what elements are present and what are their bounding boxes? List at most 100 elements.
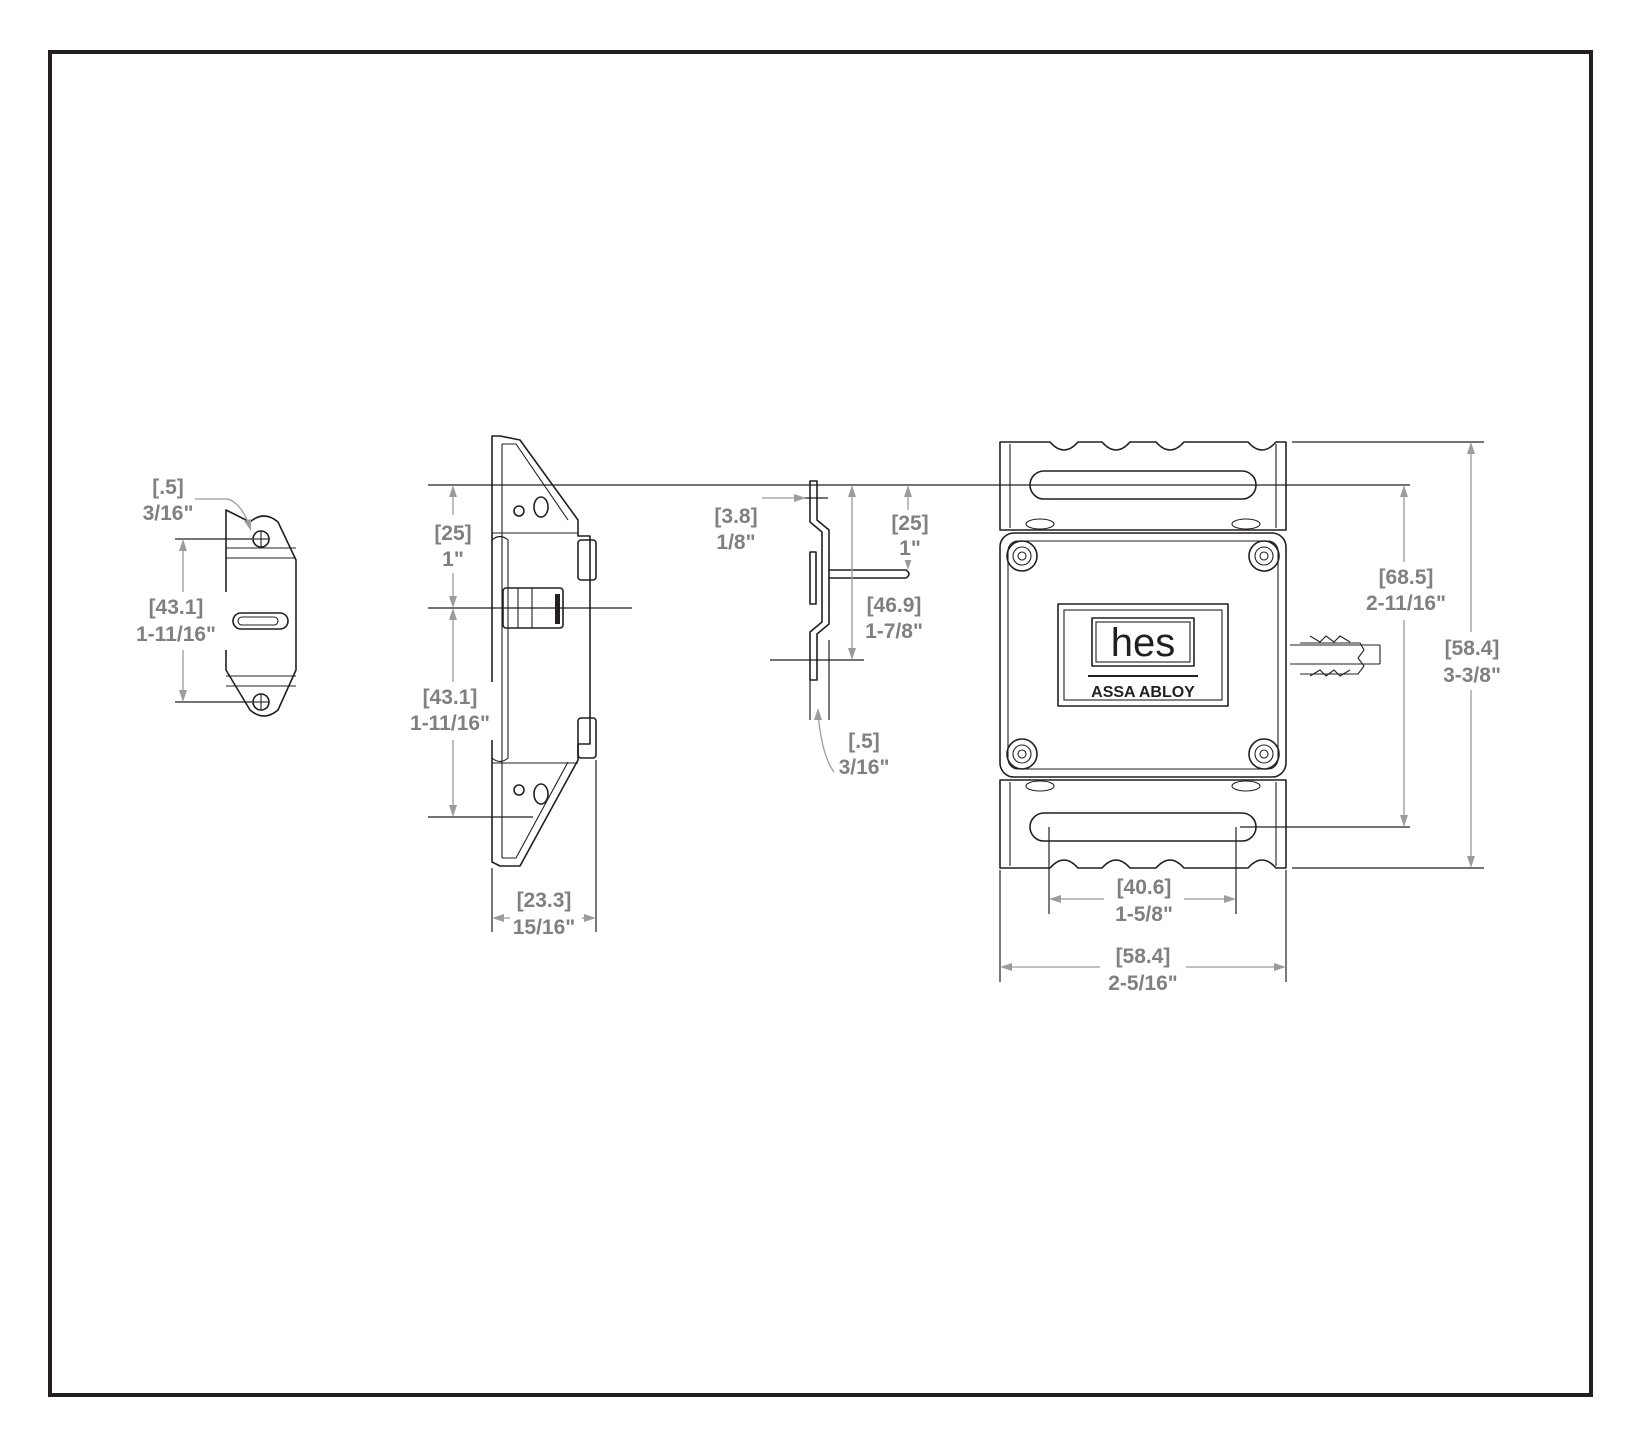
dimension-label-mask [1104, 870, 1184, 928]
logo-box [1091, 617, 1195, 667]
dimension-arrow [1000, 963, 1012, 971]
dimension-label-mask [130, 592, 230, 650]
dim-profile-thickness-metric: [.5] [848, 730, 880, 753]
dim-strike-hole-inch: 3/16" [143, 502, 194, 525]
side-view-tab [577, 539, 597, 581]
dim-slot-width-metric: [40.6] [1117, 876, 1172, 899]
bracket-rivet [1025, 780, 1055, 792]
dim-profile-pin-metric: [25] [891, 512, 928, 535]
profile-view: [3.8] 1/8" [46.9] 1-7/8" [25] 1" [.5] 3/… [714, 480, 934, 779]
label-plate-inner [1063, 609, 1223, 701]
corner-screw [1006, 540, 1038, 572]
dim-total-height-inch: 3-3/8" [1443, 664, 1501, 687]
bottom-mounting-bracket [999, 779, 1287, 869]
dimension-label-mask [884, 510, 934, 560]
strike-plate-slot-inner [237, 616, 279, 626]
side-view-hole [513, 784, 525, 796]
dim-strike-height-metric: [43.1] [149, 596, 204, 619]
dimension-arrow [904, 485, 912, 497]
dim-mount-spacing-metric: [68.5] [1379, 566, 1434, 589]
side-view-hole [533, 496, 549, 518]
dimension-arrow [1400, 485, 1408, 497]
bracket-rivet [1231, 518, 1261, 530]
dimension-arrow [1400, 815, 1408, 827]
logo-brand: hes [1111, 621, 1176, 665]
dim-side-width-inch: 15/16" [513, 916, 576, 939]
wire-break-symbol [1309, 635, 1351, 643]
top-mounting-slot [1029, 470, 1257, 500]
leader-line-profile-thickness [817, 713, 835, 773]
dim-total-height-metric: [58.4] [1445, 637, 1500, 660]
dim-slot-width-inch: 1-5/8" [1115, 903, 1173, 926]
dim-profile-height-inch: 1-7/8" [865, 620, 923, 643]
dim-profile-offset-inch: 1/8" [716, 531, 755, 554]
dimension-arrow [794, 494, 806, 502]
dim-mount-spacing-inch: 2-11/16" [1366, 592, 1446, 615]
label-plate [1057, 603, 1229, 707]
profile-pin [828, 569, 910, 579]
bracket-rivet [1025, 518, 1055, 530]
dimension-arrow [1274, 963, 1286, 971]
dimension-label-mask [420, 515, 484, 573]
dimension-arrow [1467, 442, 1475, 454]
side-view-bracket-edge [502, 443, 569, 521]
corner-screw [1248, 738, 1280, 770]
bracket-rivet [1231, 780, 1261, 792]
dim-profile-thickness-inch: 3/16" [839, 756, 890, 779]
side-view-fold [491, 535, 509, 763]
dim-profile-offset-metric: [3.8] [714, 505, 757, 528]
side-view-latch-pin [555, 594, 560, 624]
leader-line-strike-hole [195, 498, 249, 523]
dimension-arrow [244, 519, 251, 531]
dimension-arrow [179, 539, 187, 551]
wire-break-symbol [1309, 669, 1351, 677]
dim-total-width-inch: 2-5/16" [1108, 972, 1178, 995]
main-body-inner [1007, 540, 1279, 770]
dim-profile-pin-inch: 1" [899, 537, 921, 560]
dimension-arrow [492, 914, 504, 922]
front-view: hes ASSA ABLOY [68.5] 2-11/16" [58.4] 3-… [999, 441, 1512, 998]
profile-bracket [809, 480, 830, 681]
side-view: [25] 1" [43.1] 1-11/16" [23.3] 15/16" [408, 435, 1410, 943]
main-body [999, 532, 1287, 778]
side-view-hole [513, 505, 525, 517]
dimension-arrow [1224, 895, 1236, 903]
corner-screw [1248, 540, 1280, 572]
profile-plate [809, 551, 817, 605]
dim-strike-hole-metric: [.5] [152, 476, 184, 499]
dimension-label-mask [1360, 562, 1452, 620]
dimension-label-mask [1432, 632, 1512, 690]
dimension-arrow [449, 596, 457, 608]
side-view-bracket-edge [502, 761, 569, 859]
dim-profile-height-metric: [46.9] [867, 594, 922, 617]
dim-side-width-metric: [23.3] [517, 889, 572, 912]
side-view-tab [577, 717, 597, 759]
side-view-hole [533, 783, 549, 805]
dimension-label-mask [1100, 940, 1186, 998]
top-mounting-bracket [999, 441, 1287, 531]
wire-lead [1300, 642, 1365, 675]
dimension-arrow [848, 485, 856, 497]
dimension-arrow [904, 558, 912, 570]
dimension-arrow [449, 608, 457, 620]
drawing-frame [48, 50, 1593, 1397]
side-view-outline [491, 435, 591, 867]
dimension-arrow [814, 708, 822, 720]
logo-box-inner [1095, 621, 1191, 663]
dimension-arrow [584, 914, 596, 922]
corner-screw [1006, 738, 1038, 770]
dim-side-center-metric: [43.1] [423, 686, 478, 709]
dimension-arrow [179, 690, 187, 702]
dimension-arrow [449, 485, 457, 497]
bottom-mounting-slot [1029, 812, 1257, 842]
dimension-arrow [848, 648, 856, 660]
dimension-arrow [1049, 895, 1061, 903]
dimension-label-mask [510, 885, 582, 943]
logo-company: ASSA ABLOY [1091, 684, 1195, 701]
dim-total-width-metric: [58.4] [1116, 945, 1171, 968]
dim-side-top-metric: [25] [434, 522, 471, 545]
dimension-arrow [449, 805, 457, 817]
dim-strike-height-inch: 1-11/16" [136, 623, 216, 646]
strike-plate-outline [225, 509, 297, 717]
